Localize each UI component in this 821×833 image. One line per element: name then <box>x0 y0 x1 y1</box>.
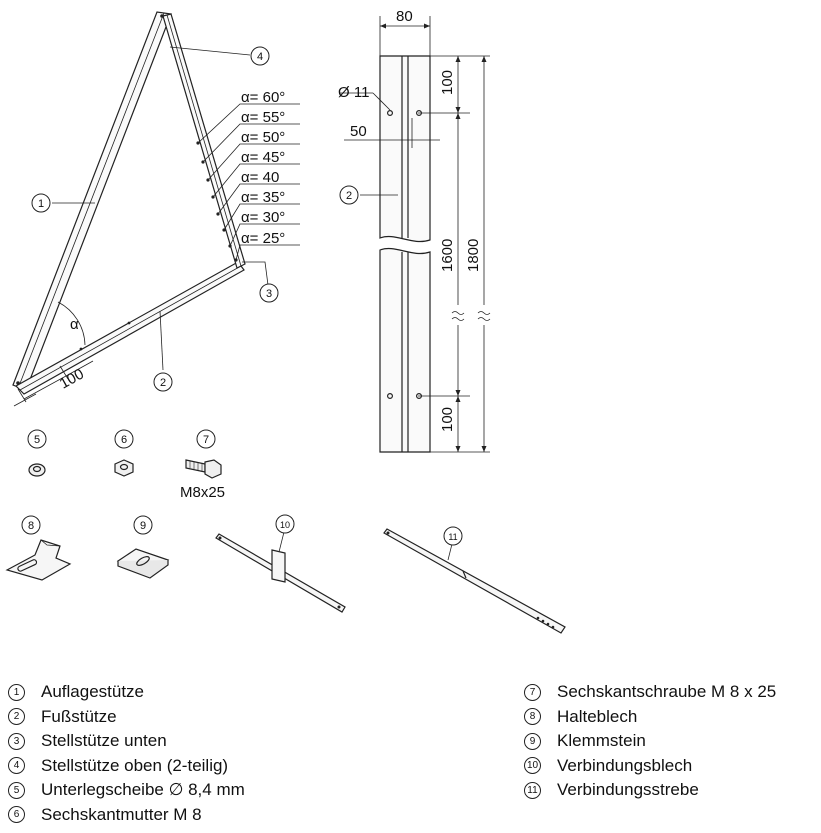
angle-label-45: α= 45° <box>241 149 285 166</box>
legend-item: 2 Fußstütze <box>8 705 245 730</box>
legend-item: 8 Halteblech <box>524 705 776 730</box>
bolt-part <box>185 459 222 479</box>
callout-2b-label: 2 <box>346 190 352 202</box>
angle-leader-lines <box>197 103 300 261</box>
callout-11-label: 11 <box>448 532 457 542</box>
profile-rail <box>379 55 431 453</box>
callout-5 <box>27 429 47 449</box>
callout-2 <box>153 372 173 392</box>
frame-leaders <box>52 46 269 371</box>
legend-number: 5 <box>8 781 25 799</box>
klemmstein-part <box>116 548 170 579</box>
dim-1800-label: 1800 <box>465 239 482 272</box>
legend-text: Klemmstein <box>557 731 646 750</box>
washer-part <box>28 463 46 477</box>
angle-label-50: α= 50° <box>241 129 285 146</box>
legend-number: 4 <box>8 757 25 775</box>
callout-3 <box>259 283 279 303</box>
legend-text: Verbindungsblech <box>557 755 693 775</box>
callout-10-label: 10 <box>280 520 290 530</box>
angle-arc <box>57 301 86 346</box>
angle-label-55: α= 55° <box>241 109 285 126</box>
callout-2-label: 2 <box>160 377 166 389</box>
callout-6-label: 6 <box>121 434 127 446</box>
legend-text: Fußstütze <box>41 706 117 726</box>
legend-item: 10 Verbindungsblech <box>524 754 776 779</box>
hole-diameter-label: Ø 11 <box>338 84 369 101</box>
callout-2-profile <box>339 185 359 205</box>
callout-9-label: 9 <box>140 520 146 532</box>
legend-number: 1 <box>8 683 25 701</box>
legend-item: 11 Verbindungsstrebe <box>524 778 776 803</box>
angle-label-25: α= 25° <box>241 230 285 247</box>
callout-10 <box>275 514 295 534</box>
legend-number: 3 <box>8 732 25 750</box>
callout-5-label: 5 <box>34 434 40 446</box>
frame-dim-100 <box>13 360 94 407</box>
angle-label-40: α= 40 <box>241 169 279 186</box>
profile-dimension-lines <box>340 16 491 453</box>
callout-7-label: 7 <box>203 434 209 446</box>
callout-9 <box>133 515 153 535</box>
legend-number: 11 <box>524 781 541 799</box>
callout-8 <box>21 515 41 535</box>
angle-label-60: α= 60° <box>241 89 285 106</box>
legend-text: Stellstütze unten <box>41 731 167 750</box>
dim-top-label: 100 <box>439 70 456 95</box>
legend-number: 8 <box>524 708 541 726</box>
callout-6 <box>114 429 134 449</box>
legend-text: Stellstütze oben (2-teilig) <box>41 755 229 775</box>
legend-text: Halteblech <box>557 706 638 726</box>
callout-7 <box>196 429 216 449</box>
callout-1 <box>31 193 51 213</box>
legend-number: 9 <box>524 732 541 750</box>
callout-4 <box>250 46 270 66</box>
legend-item: 9 Klemmstein <box>524 729 776 754</box>
angle-symbol: α <box>70 316 79 333</box>
legend-item: 4 Stellstütze oben (2-teilig) <box>8 754 245 779</box>
legend-text: Verbindungsstrebe <box>557 780 699 799</box>
dim-1600-label: 1600 <box>439 239 456 272</box>
legend-text: Auflagestütze <box>41 682 145 701</box>
verbindungsstrebe-part <box>383 528 566 634</box>
legend-text: Sechskantmutter M 8 <box>41 804 202 824</box>
callout-1-label: 1 <box>38 198 44 210</box>
legend-item: 5 Unterlegscheibe ∅ 8,4 mm <box>8 778 245 803</box>
callout-11 <box>443 526 463 546</box>
nut-part <box>114 459 134 477</box>
dimension-arrows <box>380 23 487 452</box>
verbindungsblech-part <box>215 533 346 613</box>
hole-offset-label: 50 <box>350 123 367 140</box>
parts-leaders <box>278 531 453 561</box>
legend-left: 1 Auflagestütze 2 Fußstütze 3 Stellstütze unt… <box>8 680 245 827</box>
legend-item: 1 Auflagestütze <box>8 680 245 705</box>
callout-3-label: 3 <box>266 288 272 300</box>
profile-width-label: 80 <box>396 8 413 25</box>
legend-item: 7 Sechskantschraube M 8 x 25 <box>524 680 776 705</box>
legend-text: Sechskantschraube M 8 x 25 <box>557 682 777 701</box>
legend-item: 6 Sechskantmutter M 8 <box>8 803 245 828</box>
legend-number: 6 <box>8 806 25 824</box>
dim-bottom-label: 100 <box>439 407 456 432</box>
angle-label-30: α= 30° <box>241 209 285 226</box>
frame-assembly <box>12 11 300 407</box>
halteblech-part <box>5 539 72 581</box>
angle-label-35: α= 35° <box>241 189 285 206</box>
legend-item: 3 Stellstütze unten <box>8 729 245 754</box>
legend-number: 2 <box>8 708 25 726</box>
legend-text: Unterlegscheibe ∅ 8,4 mm <box>41 780 245 799</box>
bolt-size-label: M8x25 <box>180 484 225 501</box>
legend-number: 10 <box>524 757 541 775</box>
callout-4-label: 4 <box>257 51 263 63</box>
legend-number: 7 <box>524 683 541 701</box>
callout-8-label: 8 <box>28 520 34 532</box>
